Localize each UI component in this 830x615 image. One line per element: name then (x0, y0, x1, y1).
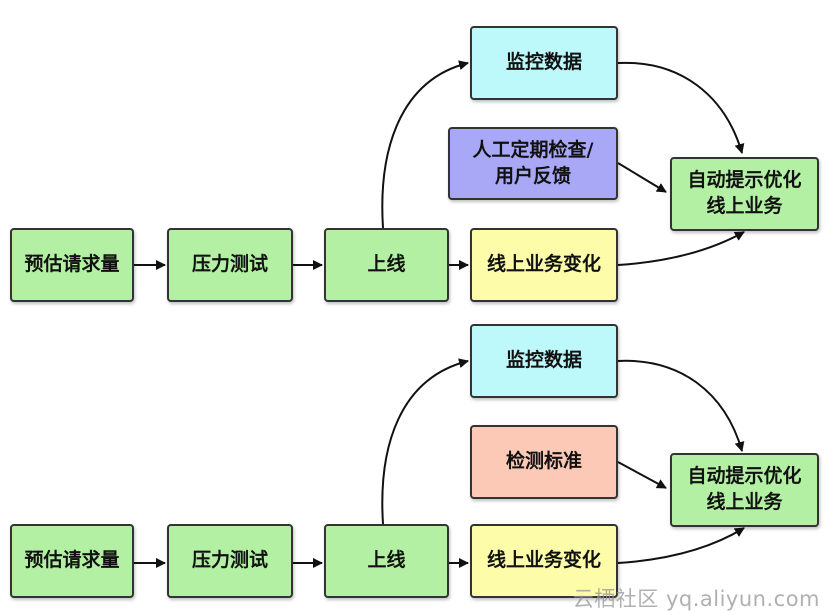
node-estimate-lower: 预估请求量 (10, 524, 134, 598)
arrow-change-to-optimize-upper (617, 231, 745, 266)
node-launch-upper: 上线 (324, 228, 449, 302)
arrow-monitor-to-optimize-lower (617, 359, 745, 452)
node-stress-test-lower: 压力测试 (167, 524, 293, 598)
node-auto-optimize-upper: 自动提示优化 线上业务 (670, 157, 819, 231)
arrow-standard-to-optimize-lower (617, 461, 667, 489)
arrow-launch-to-monitor-upper (381, 60, 469, 229)
node-auto-optimize-lower: 自动提示优化 线上业务 (670, 453, 819, 527)
node-launch-lower: 上线 (324, 524, 449, 598)
node-detection-standard-lower: 检测标准 (470, 425, 618, 499)
node-business-change-upper: 线上业务变化 (470, 228, 618, 302)
arrow-change-to-optimize-lower (617, 527, 745, 564)
node-monitor-lower: 监控数据 (470, 324, 618, 398)
node-manual-check-upper: 人工定期检查/ 用户反馈 (448, 127, 618, 200)
node-estimate-upper: 预估请求量 (10, 228, 134, 302)
node-stress-test-upper: 压力测试 (167, 228, 293, 302)
watermark: 云栖社区 yq.aliyun.com (572, 587, 820, 611)
arrow-manual-to-optimize-upper (617, 162, 667, 193)
arrow-launch-to-monitor-lower (381, 358, 469, 525)
arrow-monitor-to-optimize-upper (617, 61, 745, 154)
node-monitor-upper: 监控数据 (470, 26, 618, 100)
node-business-change-lower: 线上业务变化 (470, 524, 618, 598)
